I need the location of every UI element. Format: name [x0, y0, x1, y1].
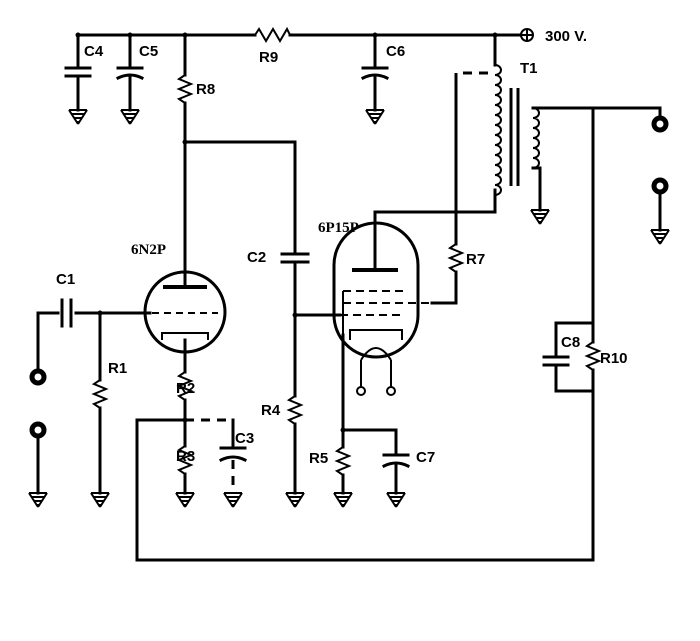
- feedback-loop-wire: [135, 406, 595, 562]
- capacitor-c1: [60, 298, 73, 328]
- resistor-r9: [254, 26, 291, 43]
- input-terminal-hot[interactable]: [29, 368, 47, 386]
- label-c3: C3: [235, 430, 254, 447]
- input-terminal-ground[interactable]: [29, 421, 47, 439]
- resistor-r5: [333, 333, 353, 508]
- b-plus-rail: [75, 32, 522, 38]
- label-r8: R8: [196, 81, 215, 98]
- label-c7: C7: [416, 449, 435, 466]
- label-r1: R1: [108, 360, 127, 377]
- screen-tap-dashed: [454, 71, 495, 82]
- label-r5: R5: [309, 450, 328, 467]
- label-c4: C4: [84, 43, 104, 60]
- capacitor-c7: [341, 428, 411, 508]
- supply-terminal[interactable]: [520, 28, 534, 42]
- capacitor-c6: [360, 33, 390, 125]
- resistor-r7: [430, 80, 465, 305]
- resistor-r3: [175, 418, 195, 508]
- output-terminal-hot[interactable]: [651, 115, 669, 133]
- label-t1: T1: [520, 60, 538, 77]
- label-c2: C2: [247, 249, 266, 266]
- label-r9: R9: [259, 49, 278, 66]
- resistor-r1: [90, 311, 110, 508]
- resistor-r10: [584, 106, 602, 410]
- capacitor-c8: [542, 321, 595, 393]
- label-r2: R2: [176, 380, 195, 397]
- label-r4: R4: [261, 402, 281, 419]
- tube-6p15p: [332, 210, 432, 396]
- label-r3: R3: [176, 448, 195, 465]
- label-r10: R10: [600, 350, 628, 367]
- capacitor-c4: [64, 33, 92, 125]
- label-r7: R7: [466, 251, 485, 268]
- label-c8: C8: [561, 334, 580, 351]
- label-6n2p: 6N2P: [131, 242, 166, 258]
- supply-voltage-label: 300 V.: [545, 28, 587, 45]
- label-6p15p: 6P15P: [318, 220, 359, 236]
- plate-wire-6p15p: [373, 188, 497, 214]
- capacitor-c2: [280, 140, 310, 318]
- label-c5: C5: [139, 43, 158, 60]
- output-terminal-ground[interactable]: [651, 177, 669, 195]
- label-c6: C6: [386, 43, 405, 60]
- label-c1: C1: [56, 271, 75, 288]
- input-wiring: [36, 310, 152, 377]
- transformer-t1: [493, 33, 595, 225]
- resistor-r8: [176, 33, 194, 144]
- resistor-r4: [285, 313, 305, 508]
- capacitor-c5: [115, 33, 145, 125]
- capacitor-c3: [185, 418, 248, 508]
- input-ground-wire: [28, 434, 48, 508]
